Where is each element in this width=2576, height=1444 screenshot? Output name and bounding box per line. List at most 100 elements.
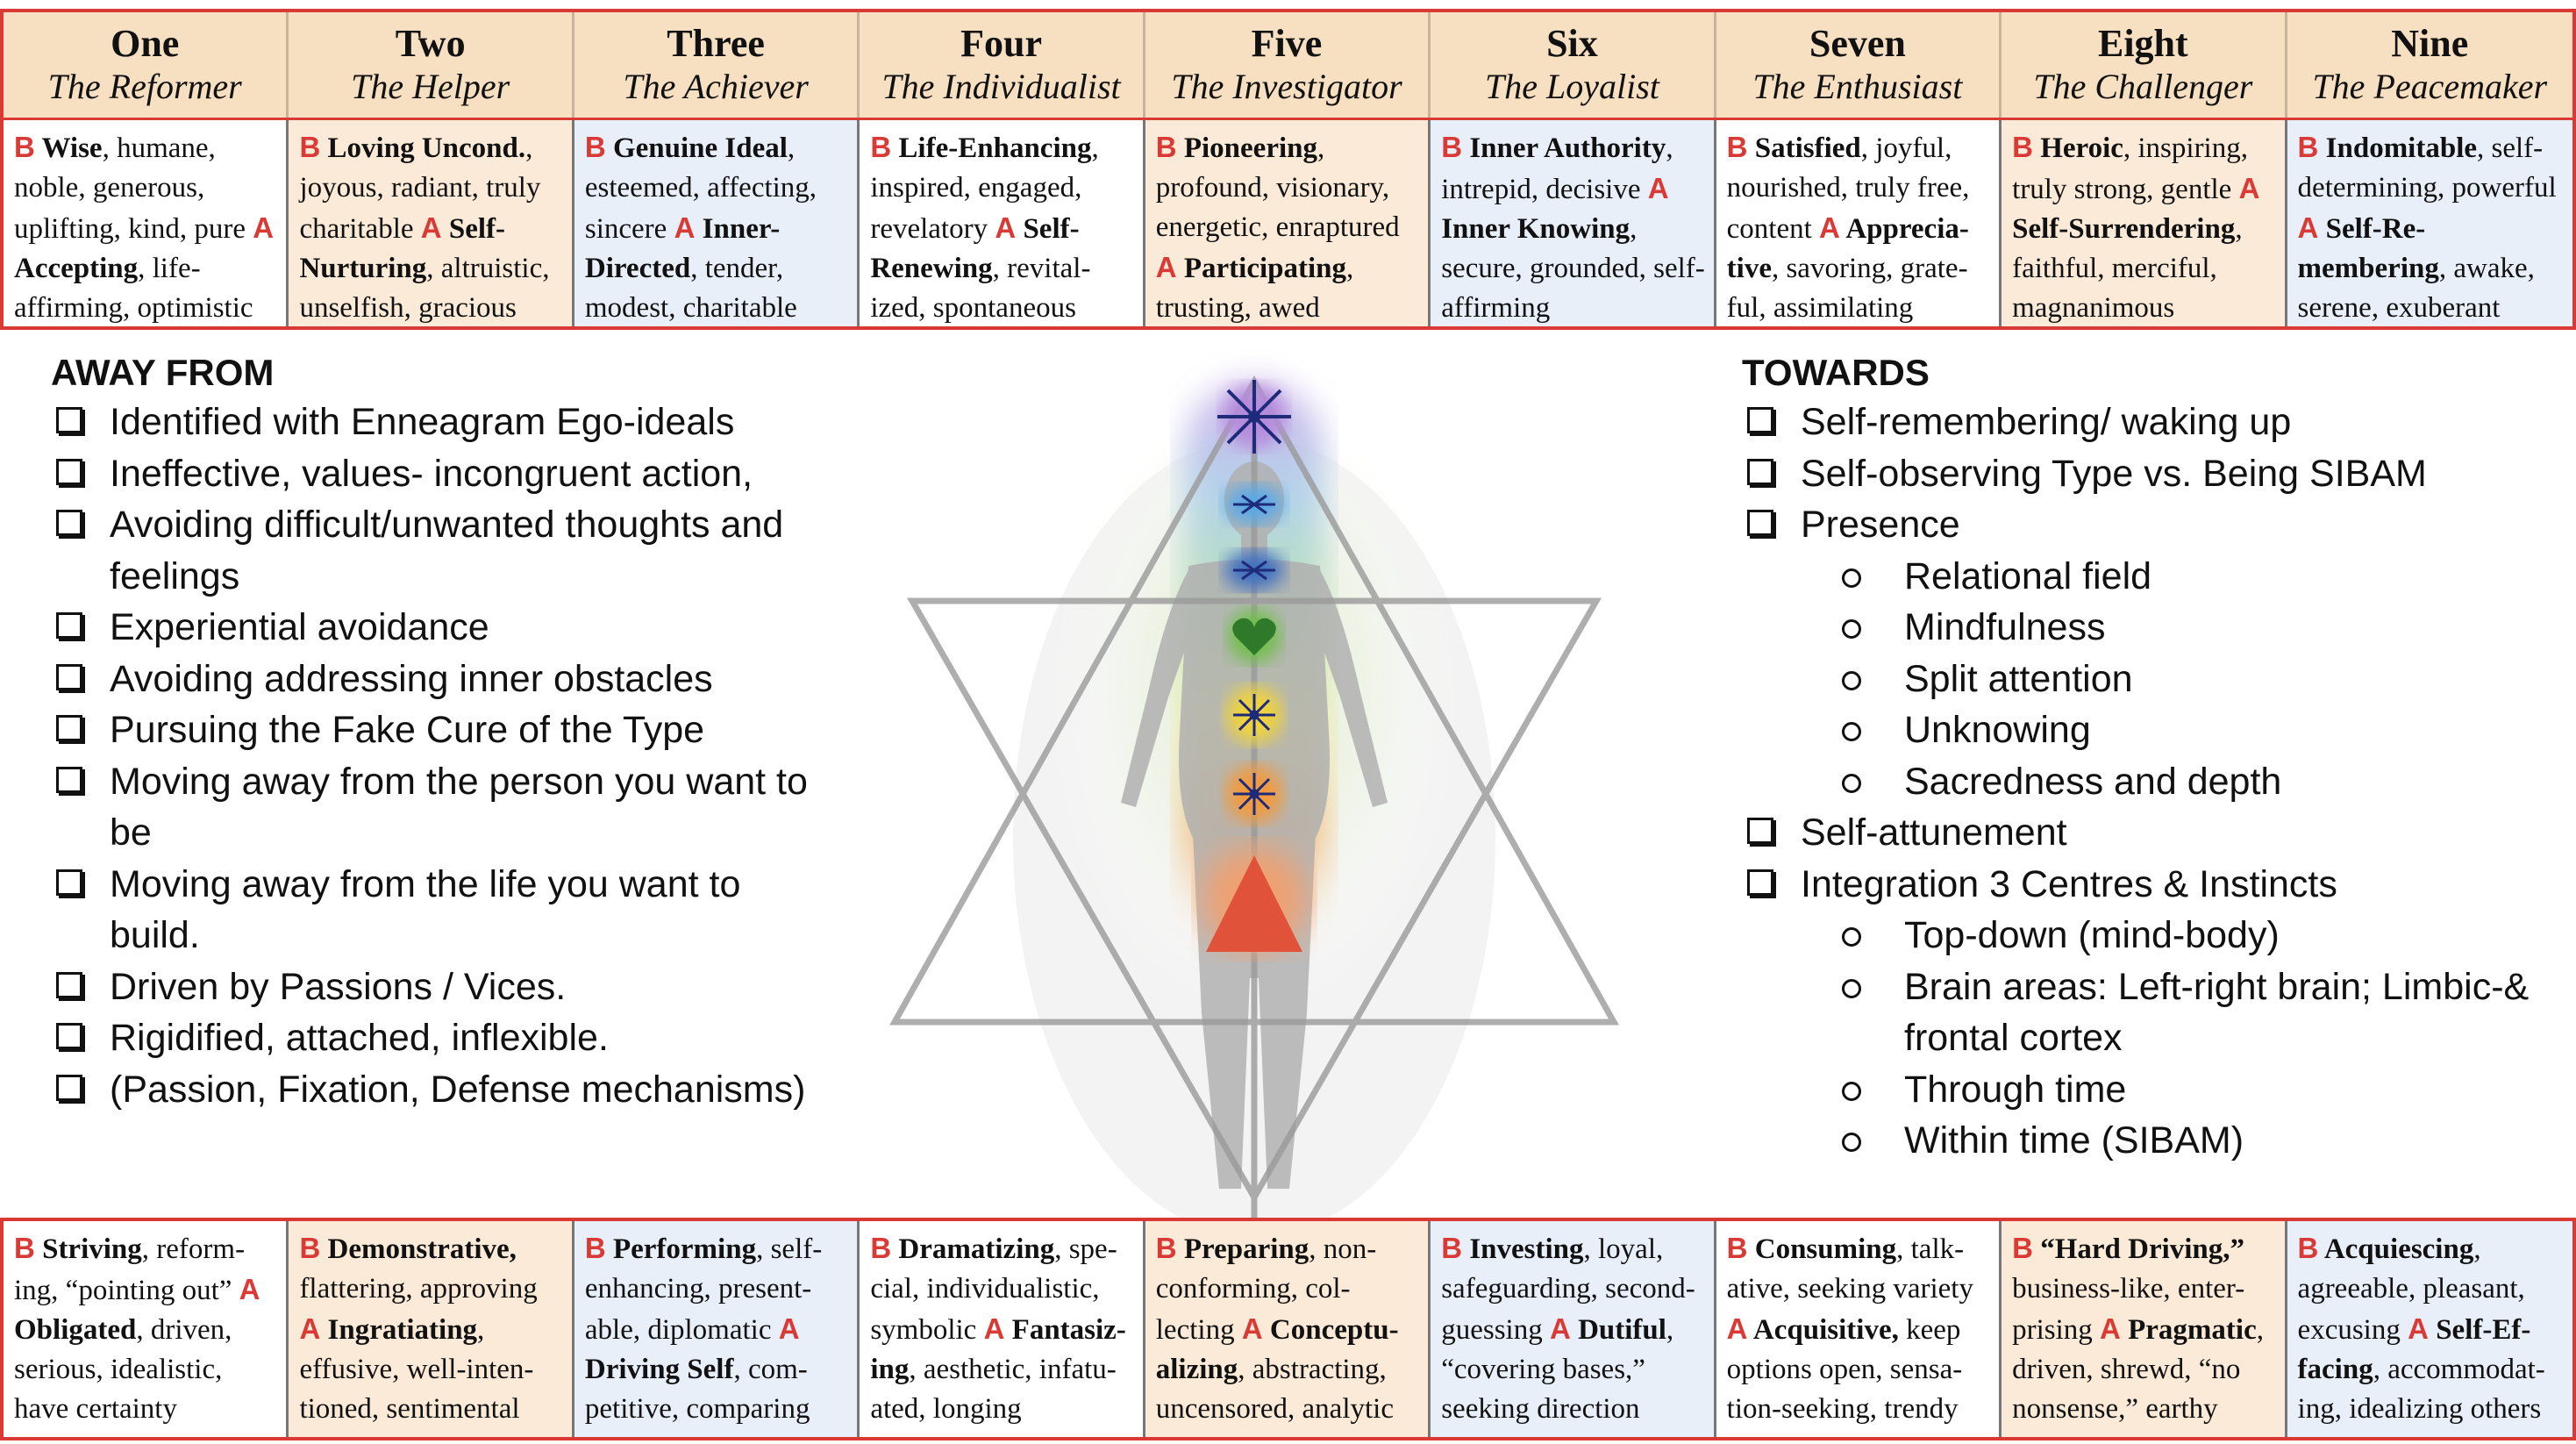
checkbox-icon [56,458,82,485]
key-trait: Fantasiz-ing [870,1314,1126,1385]
top-description-row: B Wise, humane, noble, generous, uplifti… [0,118,2576,330]
average-traits-cell: B Preparing, non-conforming, col-lecting… [1145,1221,1431,1437]
trait-text: business-like, enter-prising [2012,1273,2245,1346]
towards-item: Relational field [1742,551,2558,603]
towards-item-text: Through time [1904,1068,2127,1111]
throat-chakra-icon [1233,560,1275,581]
level-marker: B [1441,131,1463,163]
key-trait: Participating [1176,253,1347,284]
level-marker: A [1155,251,1177,283]
key-trait: Self-Renewing [870,213,1080,284]
away-from-item-text: Avoiding addressing inner obstacles [110,657,713,700]
level-marker: B [2297,131,2319,163]
away-from-item: Avoiding addressing inner obstacles [51,654,823,705]
type-name: The Enthusiast [1752,67,1963,106]
towards-heading: TOWARDS [1742,352,1930,393]
checkbox-icon [1747,407,1773,433]
towards-item: Unknowing [1742,704,2558,756]
away-from-item-text: Driven by Passions / Vices. [110,965,567,1008]
level-marker: B [584,131,606,163]
circle-bullet-icon [1842,670,1861,690]
trait-text: , reform-ing, “pointing out” [14,1233,246,1306]
level-marker: A [674,211,696,244]
checkbox-icon [1747,458,1773,485]
away-from-item-text: Ineffective, values- incongruent action, [110,452,753,495]
towards-item: Top-down (mind-body) [1742,910,2558,961]
level-marker: A [299,1312,321,1345]
checkbox-icon [1747,510,1773,536]
away-from-item-text: Rigidified, attached, inflexible. [110,1017,609,1059]
level-marker: A [239,1273,260,1305]
level-marker: A [2297,211,2319,244]
trait-text: , accommodat-ing, idealizing others [2297,1354,2545,1425]
towards-item-text: Presence [1801,504,1960,546]
trait-text: , abstracting, uncensored, analytic [1155,1354,1394,1425]
towards-item: Through time [1742,1064,2558,1116]
towards-item: Integration 3 Centres & Instincts [1742,859,2558,911]
level-marker: A [995,211,1017,244]
type-name: The Reformer [47,67,242,106]
key-trait: Acquiescing [2318,1233,2474,1265]
trait-text: , inspiring, truly strong, gentle [2012,132,2248,205]
key-trait: Satisfied [1747,132,1861,164]
trait-text: , trusting, awed [1155,253,1354,324]
healthy-traits-cell: B Satisfied, joyful, nourished, truly fr… [1716,120,2002,326]
circle-bullet-icon [1842,927,1861,947]
level-marker: A [1647,172,1669,204]
trait-text: , joyous, radiant, truly charitable [299,132,541,245]
level-marker: A [2100,1312,2121,1345]
trait-text: , spe-cial, individualistic, symbolic [870,1233,1117,1346]
key-trait: Apprecia-tive [1726,213,1969,284]
healthy-traits-cell: B Inner Authority, intrepid, decisive A … [1431,120,1716,326]
trait-text: , self-determining, powerful [2297,132,2557,204]
level-marker: B [1441,1232,1463,1264]
towards-item-text: Mindfulness [1904,606,2106,648]
towards-item-text: Relational field [1904,554,2152,597]
checkbox-icon [56,663,82,690]
average-traits-cell: B Striving, reform-ing, “pointing out” A… [4,1221,289,1437]
away-from-item-text: Moving away from the life you want to bu… [110,862,741,957]
trait-text: , joyful, nourished, truly free, content [1726,132,1970,245]
type-number: Eight [2097,22,2188,65]
level-marker: A [1726,1312,1748,1345]
trait-text: , intrepid, decisive [1441,132,1673,205]
away-from-section: AWAY FROM Identified with Enneagram Ego-… [51,349,823,1115]
trait-text: , humane, noble, generous, uplifting, ki… [14,132,253,245]
away-from-item: Experiential avoidance [51,602,823,654]
key-trait: Dutiful [1570,1314,1666,1346]
key-trait: Driving Self [584,1354,734,1385]
solar-plexus-chakra-icon [1233,694,1275,736]
type-number: Nine [2391,22,2469,65]
trait-text: , com-petitive, comparing [584,1354,810,1425]
key-trait: Inner Authority [1462,132,1666,164]
healthy-traits-cell: B Indomitable, self-determining, powerfu… [2287,120,2572,326]
away-from-item: Driven by Passions / Vices. [51,961,823,1013]
key-trait: Pragmatic [2120,1314,2257,1346]
bottom-description-row: B Striving, reform-ing, “pointing out” A… [0,1218,2576,1440]
key-trait: Inner-Directed [584,213,781,284]
chakra-icons [1202,380,1307,952]
key-trait: Genuine Ideal [605,132,788,164]
trait-text: flattering, approving [299,1273,538,1305]
away-from-item-text: Pursuing the Fake Cure of the Type [110,709,705,751]
towards-item-text: Self-attunement [1801,811,2067,854]
towards-item-text: Within time (SIBAM) [1904,1119,2244,1162]
trait-text: , secure, grounded, self-affirming [1441,213,1705,324]
away-from-item-text: Identified with Enneagram Ego-ideals [110,401,735,443]
away-from-heading: AWAY FROM [51,352,275,393]
checkbox-icon [56,766,82,793]
key-trait: Self-Ef-facing [2297,1314,2531,1385]
towards-item: Sacredness and depth [1742,756,2558,808]
circle-bullet-icon [1842,978,1861,998]
level-marker: B [2012,131,2033,163]
circle-bullet-icon [1842,1133,1861,1152]
towards-item-text: Brain areas: Left-right brain; Limbic-& … [1904,965,2530,1060]
towards-item-text: Integration 3 Centres & Instincts [1801,862,2337,905]
checkbox-icon [56,971,82,998]
key-trait: Accepting [14,253,139,284]
circle-bullet-icon [1842,722,1861,741]
type-number: Six [1546,22,1598,65]
level-marker: A [1819,211,1840,244]
